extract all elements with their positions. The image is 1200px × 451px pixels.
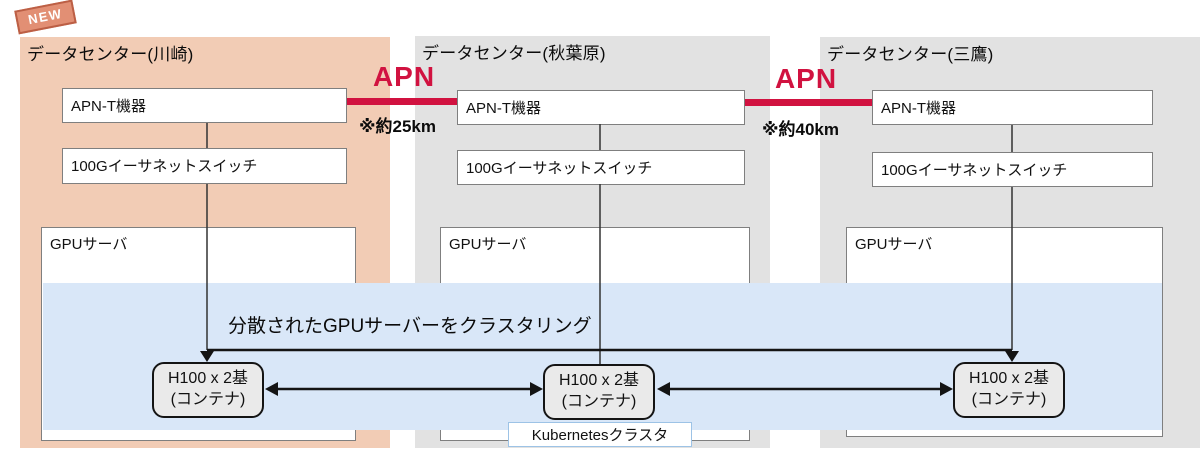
- apn-link-line-2: [745, 99, 872, 106]
- kubernetes-cluster-text: Kubernetesクラスタ: [531, 427, 669, 444]
- apn-t-label-akihabara: APN-T機器: [466, 100, 542, 117]
- apn-distance-1: ※約25km: [359, 117, 437, 136]
- gpu-server-label-kawasaki: GPUサーバ: [50, 236, 128, 253]
- h100-label-line1-mitaka: H100 x 2基: [968, 370, 1050, 388]
- new-badge: NEW: [14, 0, 77, 35]
- h100-label-line2-mitaka: (コンテナ): [971, 391, 1047, 408]
- switch-label-kawasaki: 100Gイーサネットスイッチ: [71, 158, 258, 175]
- kubernetes-cluster-tag: Kubernetesクラスタ: [508, 422, 692, 447]
- panel-title-akihabara: データセンター(秋葉原): [422, 44, 606, 63]
- switch-box-mitaka: 100Gイーサネットスイッチ: [872, 152, 1153, 187]
- switch-label-akihabara: 100Gイーサネットスイッチ: [466, 160, 653, 177]
- cluster-caption: 分散されたGPUサーバーをクラスタリング: [228, 316, 592, 337]
- apn-t-box-mitaka: APN-T機器: [872, 90, 1153, 125]
- h100-label-line1-kawasaki: H100 x 2基: [167, 370, 249, 388]
- h100-label-line1-akihabara: H100 x 2基: [558, 372, 640, 390]
- h100-label-line2-akihabara: (コンテナ): [561, 393, 637, 410]
- apn-t-label-mitaka: APN-T機器: [881, 100, 957, 117]
- h100-node-mitaka: H100 x 2基 (コンテナ): [953, 362, 1065, 418]
- h100-label-line2-kawasaki: (コンテナ): [170, 391, 246, 408]
- switch-box-kawasaki: 100Gイーサネットスイッチ: [62, 148, 347, 184]
- apn-t-box-kawasaki: APN-T機器: [62, 88, 347, 123]
- panel-title-kawasaki: データセンター(川崎): [27, 45, 194, 64]
- apn-distance-2: ※約40km: [762, 120, 840, 139]
- gpu-server-label-akihabara: GPUサーバ: [449, 236, 527, 253]
- gpu-server-label-mitaka: GPUサーバ: [855, 236, 933, 253]
- apn-t-label-kawasaki: APN-T機器: [71, 98, 147, 115]
- apn-link-label-2: APN: [774, 63, 838, 94]
- apn-link-label-1: APN: [372, 61, 436, 92]
- apn-t-box-akihabara: APN-T機器: [457, 90, 745, 125]
- switch-box-akihabara: 100Gイーサネットスイッチ: [457, 150, 745, 185]
- h100-node-akihabara: H100 x 2基 (コンテナ): [543, 364, 655, 420]
- panel-title-mitaka: データセンター(三鷹): [827, 45, 994, 64]
- switch-label-mitaka: 100Gイーサネットスイッチ: [881, 162, 1068, 179]
- h100-node-kawasaki: H100 x 2基 (コンテナ): [152, 362, 264, 418]
- apn-link-line-1: [347, 98, 457, 105]
